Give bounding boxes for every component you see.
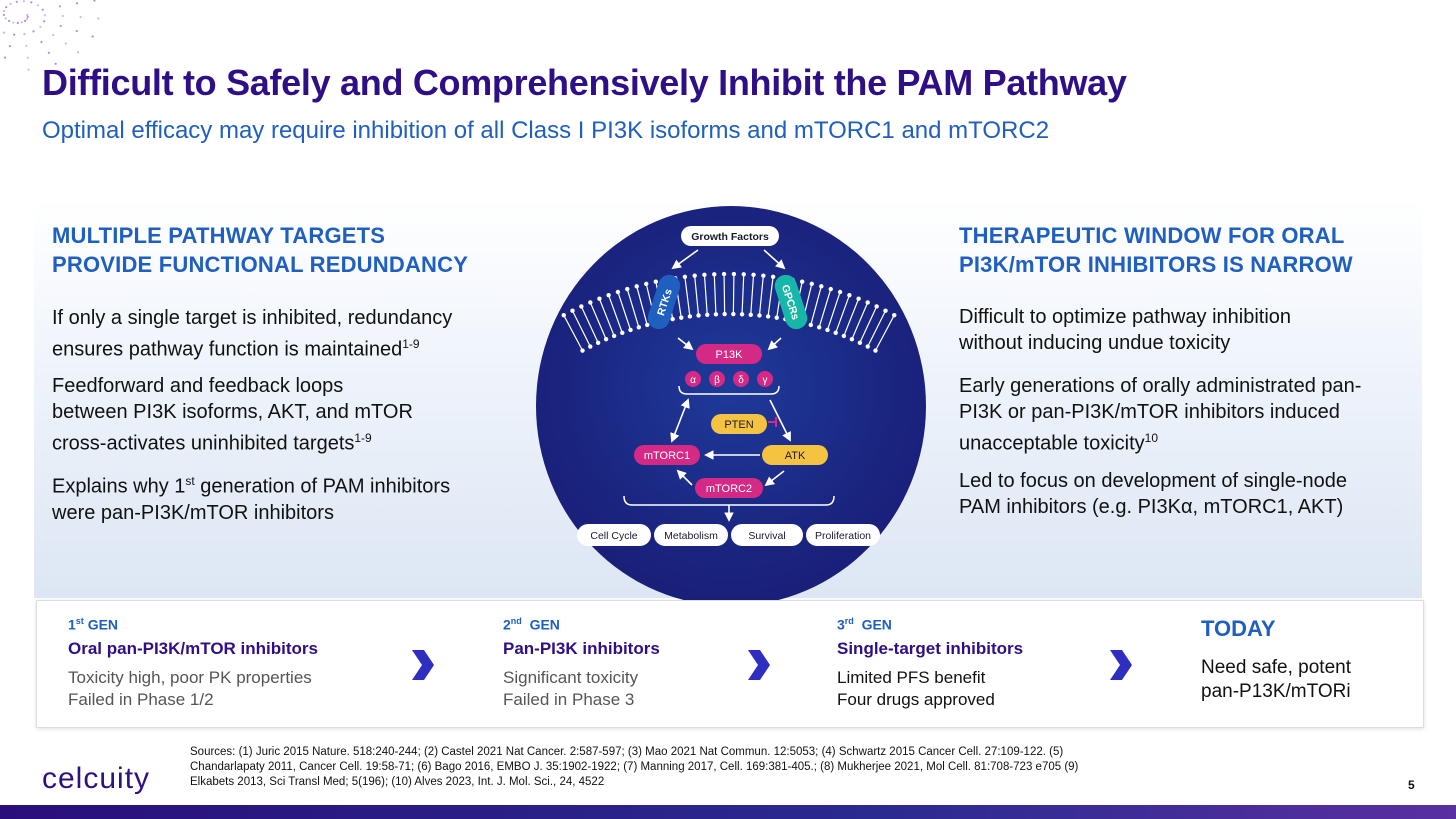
isoform-bracket (678, 385, 780, 395)
right-paragraph-2: Early generations of orally administrate… (959, 375, 1362, 455)
atk-label: ATK (785, 450, 806, 462)
generation-3-label: 3rd GEN (837, 616, 892, 633)
generation-2-title: Pan-PI3K inhibitors (503, 638, 660, 658)
right-paragraph-3: Led to focus on development of single-no… (959, 470, 1348, 518)
today: TODAY Need safe, potent pan-P13K/mTORi (1201, 616, 1351, 704)
pten-inhibition (768, 417, 777, 427)
cell-membrane (561, 271, 897, 353)
chevron-right-icon (748, 650, 770, 680)
isoform-gamma: γ (763, 375, 768, 386)
chevron-right-icon (1110, 650, 1132, 680)
chevron-right-icon (412, 650, 434, 680)
output-survival: Survival (748, 530, 785, 542)
mtorc1-node (634, 445, 700, 465)
left-paragraph-1: If only a single target is inhibited, re… (52, 307, 453, 361)
decorative-dots (2, 0, 100, 71)
slide-subtitle: Optimal efficacy may require inhibition … (42, 117, 1050, 144)
generation-1-line2: Failed in Phase 1/2 (68, 689, 214, 709)
p13k-label: P13K (716, 349, 744, 361)
growth-factors-label: Growth Factors (691, 231, 769, 243)
generation-2: 2nd GEN Pan-PI3K inhibitors Significant … (503, 616, 660, 711)
mtorc2-label: mTORC2 (706, 483, 752, 495)
mtorc1-label: mTORC1 (644, 450, 690, 462)
page-number: 5 (1408, 778, 1415, 792)
generation-3-title: Single-target inhibitors (837, 638, 1024, 658)
left-paragraph-3: Explains why 1st generation of PAM inhib… (52, 474, 451, 524)
pam-pathway-diagram: Growth Factors RTKs GPCRs P13K α β δ γ P… (561, 226, 897, 546)
generation-3-line2: Four drugs approved (837, 689, 995, 709)
generation-2-line1: Significant toxicity (503, 667, 639, 687)
atk-node (762, 445, 828, 465)
left-heading: MULTIPLE PATHWAY TARGETS PROVIDE FUNCTIO… (52, 223, 469, 277)
generations-timeline (36, 600, 1424, 728)
generation-3: 3rd GEN Single-target inhibitors Limited… (837, 616, 1023, 711)
generation-2-label: 2nd GEN (503, 616, 560, 633)
today-line2: pan-P13K/mTORi (1201, 681, 1351, 702)
pten-label: PTEN (724, 419, 753, 431)
bottom-brand-bar (0, 805, 1456, 819)
right-heading: THERAPEUTIC WINDOW FOR ORAL PI3K/mTOR IN… (959, 223, 1353, 277)
today-line1: Need safe, potent (1201, 657, 1351, 678)
rtks-receptor: RTKs (647, 274, 681, 330)
celcuity-logo: celcuity (42, 762, 151, 795)
generation-3-line1: Limited PFS benefit (837, 667, 986, 687)
growth-factors-pill (681, 226, 779, 246)
mtorc2-node (695, 478, 763, 498)
output-proliferation: Proliferation (815, 530, 871, 542)
sources-footnote: Sources: (1) Juric 2015 Nature. 518:240-… (190, 746, 1079, 788)
output-pills: Cell Cycle Metabolism Survival Prolifera… (577, 524, 880, 546)
slide-title: Difficult to Safely and Comprehensively … (42, 62, 1127, 103)
right-paragraph-1: Difficult to optimize pathway inhibition… (959, 306, 1292, 354)
generation-2-line2: Failed in Phase 3 (503, 689, 635, 709)
generation-1-label: 1st GEN (68, 616, 119, 633)
isoform-circles: α β δ γ (685, 371, 773, 387)
today-title: TODAY (1201, 616, 1276, 641)
gpcrs-receptor: GPCRs (774, 274, 808, 330)
left-paragraph-2: Feedforward and feedback loops between P… (52, 375, 413, 455)
output-cell-cycle: Cell Cycle (590, 530, 637, 542)
isoform-delta: δ (738, 375, 744, 386)
generation-1: 1st GEN Oral pan-PI3K/mTOR inhibitors To… (68, 616, 318, 711)
pten-node (711, 414, 767, 434)
p13k-node (696, 344, 762, 364)
generation-1-line1: Toxicity high, poor PK properties (68, 667, 312, 687)
isoform-beta: β (714, 375, 720, 386)
output-metabolism: Metabolism (664, 530, 718, 542)
isoform-alpha: α (690, 375, 696, 386)
generation-1-title: Oral pan-PI3K/mTOR inhibitors (68, 638, 318, 658)
